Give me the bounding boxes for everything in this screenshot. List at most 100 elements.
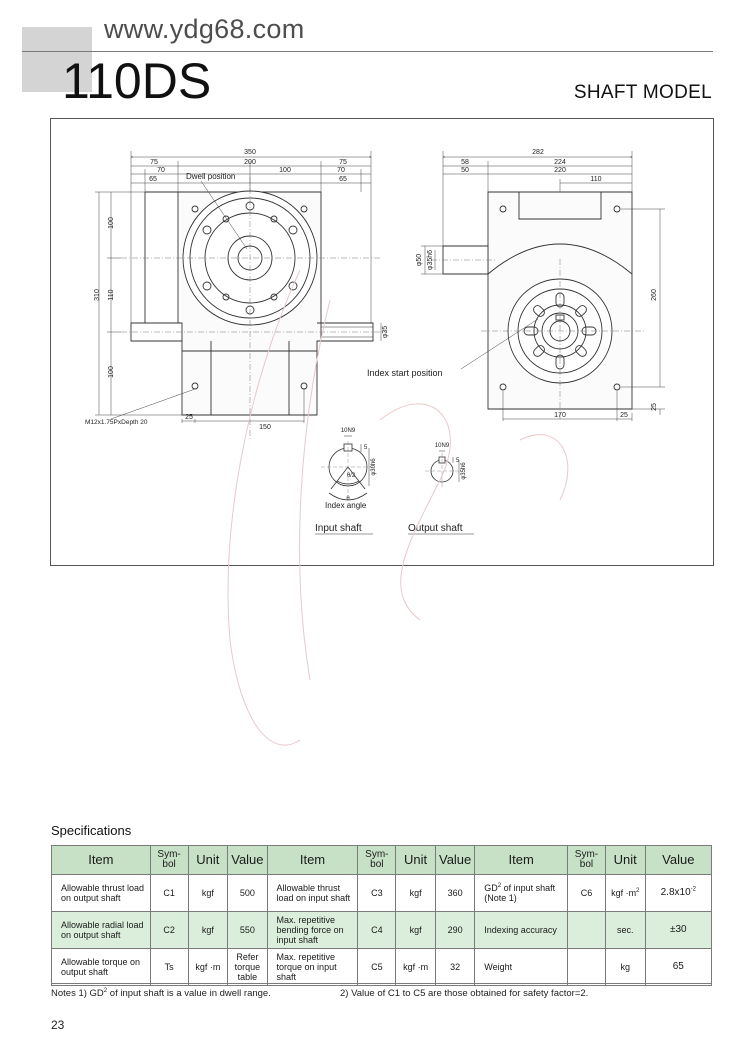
header-value: Value: [227, 845, 268, 875]
label-index-start: Index start position: [367, 368, 443, 378]
header-symbol: Sym-bol: [567, 845, 606, 875]
cell-symbol: C3: [357, 874, 397, 912]
header-unit: Unit: [395, 845, 436, 875]
input-key-depth: 5: [364, 445, 368, 451]
cell-value-gd2: 2.8x10-2: [644, 874, 713, 912]
header-symbol: Sym-bol: [357, 845, 397, 875]
cell-item: Max. repetitive torque on input shaft: [266, 948, 359, 986]
dim-170: 170: [554, 412, 566, 419]
dim-65b: 65: [339, 176, 347, 183]
dim-110: 110: [590, 176, 601, 183]
technical-drawing: 350 75 200 75 70 100 70 65 65 150 25 100…: [50, 118, 714, 566]
cell-symbol: [567, 948, 606, 986]
header-unit: Unit: [187, 845, 229, 875]
dim-224: 224: [554, 159, 566, 166]
cell-symbol: [567, 911, 606, 949]
header-item: Item: [51, 845, 151, 875]
cell-value: 550: [227, 911, 268, 949]
output-key-depth: 5: [456, 458, 460, 464]
dim-25-left: 25: [185, 414, 193, 421]
cell-item: Max. repetitive bending force on input s…: [266, 911, 359, 949]
note-1-text: of input shaft is a value in dwell range…: [109, 988, 271, 999]
drawing-svg: 350 75 200 75 70 100 70 65 65 150 25 100…: [85, 149, 665, 535]
note-2: 2) Value of C1 to C5 are those obtained …: [340, 988, 589, 999]
dim-v260: 260: [651, 289, 658, 301]
label-theta-half: θ/2: [347, 473, 356, 479]
dim-25-right: 25: [620, 412, 628, 419]
header-symbol: Sym-bol: [149, 845, 189, 875]
input-key-width: 10N9: [341, 428, 356, 434]
dim-75a: 75: [150, 159, 158, 166]
dim-200: 200: [244, 159, 256, 166]
cell-unit: kgf: [395, 874, 436, 912]
specifications-table: Item Sym-bol Unit Value Item Sym-bol Uni…: [51, 845, 713, 986]
output-key-dia: φ35h6: [461, 462, 467, 480]
note-1: Notes 1) GD2 of input shaft is a value i…: [51, 988, 271, 999]
gd-unit-superscript: 2: [636, 888, 640, 894]
cell-value: Refer torque table: [227, 948, 268, 986]
table-header-row: Item Sym-bol Unit Value Item Sym-bol Uni…: [51, 845, 713, 875]
gd-prefix: GD: [484, 883, 498, 893]
note-1-prefix: Notes 1) GD: [51, 988, 104, 999]
dim-shaft35: φ35: [382, 326, 389, 338]
dim-282: 282: [532, 149, 544, 156]
header-rule: [22, 51, 713, 52]
cell-unit: kgf ·m: [395, 948, 436, 986]
cell-symbol: C5: [357, 948, 397, 986]
table-bottom-rule: [51, 983, 712, 984]
label-hole-spec: M12x1.75PxDepth 20: [85, 419, 148, 426]
dim-70b: 70: [337, 167, 345, 174]
table-row: Allowable torque on output shaft Ts kgf …: [51, 948, 713, 986]
website-url: www.ydg68.com: [104, 14, 305, 44]
dim-150: 150: [259, 424, 271, 431]
cell-value: 360: [434, 874, 476, 912]
dim-shaft50: φ50: [416, 254, 423, 266]
dim-shaft35h6: φ35h6: [427, 250, 434, 270]
cell-value: 500: [227, 874, 268, 912]
label-dwell-position: Dwell position: [186, 172, 235, 181]
label-theta: θ: [346, 496, 350, 502]
specifications-heading: Specifications: [51, 823, 132, 838]
dim-100: 100: [279, 167, 291, 174]
gd-unit: kgf ·m: [611, 888, 637, 898]
cell-symbol: C1: [149, 874, 189, 912]
cell-item: Indexing accuracy: [474, 911, 569, 949]
cell-item: Allowable thrust load on input shaft: [266, 874, 359, 912]
gd-suffix: of input shaft (Note 1): [484, 883, 556, 903]
dim-75b: 75: [339, 159, 347, 166]
label-output-shaft: Output shaft: [408, 523, 463, 534]
output-key-width: 10N9: [435, 443, 450, 449]
dim-220: 220: [554, 167, 566, 174]
model-subtitle: SHAFT MODEL: [573, 82, 712, 103]
model-title: 110DS: [62, 53, 212, 109]
cell-unit: kg: [604, 948, 646, 986]
table-row: Allowable radial load on output shaft C2…: [51, 911, 713, 949]
dim-70a: 70: [157, 167, 165, 174]
cell-item: Allowable radial load on output shaft: [51, 911, 151, 949]
cell-unit-gd2: kgf ·m2: [604, 874, 646, 912]
cell-symbol: C2: [149, 911, 189, 949]
gd-value: 2.8x10: [660, 887, 691, 898]
cell-unit: kgf: [187, 911, 229, 949]
label-input-shaft: Input shaft: [315, 523, 362, 534]
gd-value-exponent: -2: [690, 886, 696, 893]
cell-value: 65: [644, 948, 713, 986]
dim-58: 58: [461, 159, 469, 166]
dim-v100b: 100: [108, 366, 115, 378]
dim-v100a: 100: [108, 217, 115, 229]
cell-unit: kgf: [395, 911, 436, 949]
cell-unit: sec.: [604, 911, 646, 949]
cell-unit: kgf ·m: [187, 948, 229, 986]
cell-unit: kgf: [187, 874, 229, 912]
cell-item: Allowable thrust load on output shaft: [51, 874, 151, 912]
dim-v25: 25: [651, 403, 658, 411]
label-index-angle: Index angle: [325, 501, 367, 510]
dim-v110: 110: [108, 289, 115, 300]
corner-gray-block: [22, 27, 92, 92]
cell-symbol: C6: [567, 874, 606, 912]
cell-value: 290: [434, 911, 476, 949]
cell-item: Weight: [474, 948, 569, 986]
page-number: 23: [51, 1018, 65, 1032]
dim-65a: 65: [149, 176, 157, 183]
